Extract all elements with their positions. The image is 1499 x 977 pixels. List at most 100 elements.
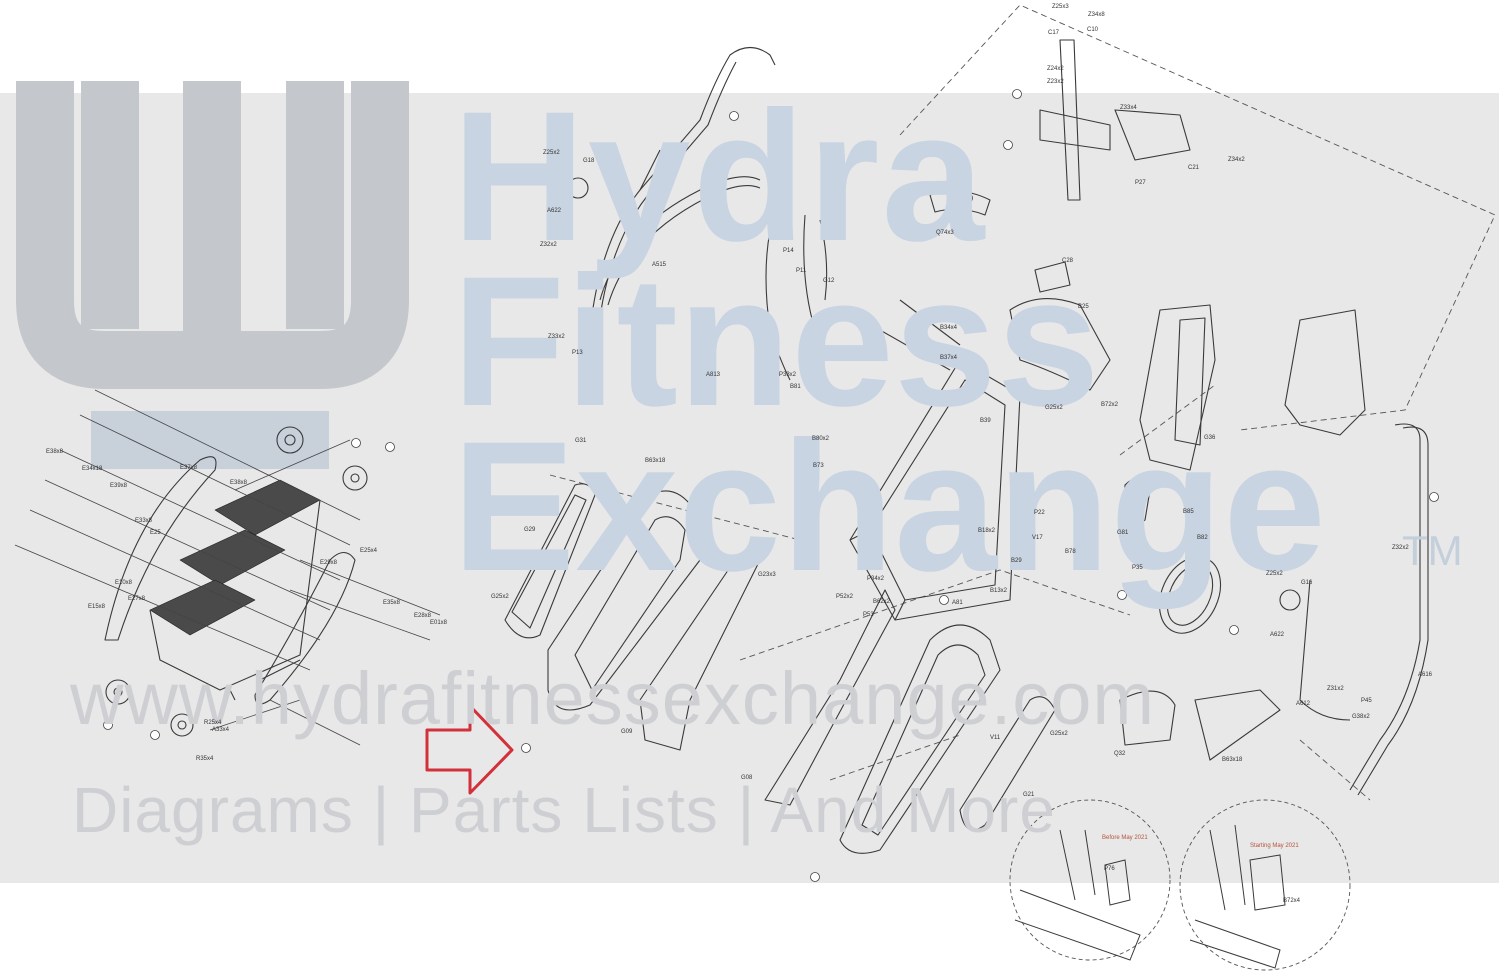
dashed-frames xyxy=(549,4,1496,801)
part-number-label: Z33x2 xyxy=(548,334,565,340)
part-number-label: Z32x2 xyxy=(1392,545,1409,551)
part-number-label: P52x2 xyxy=(836,594,854,600)
part-number-label: C17 xyxy=(1048,30,1060,36)
part-number-label: B29 xyxy=(1011,558,1022,564)
detail-circles xyxy=(1009,799,1351,971)
part-number-label: P14 xyxy=(783,248,794,254)
part-number-label: E33x8 xyxy=(135,518,153,524)
part-number-label: Z32x2 xyxy=(540,242,557,248)
part-number-label: C28 xyxy=(1062,258,1074,264)
part-number-label: Z34x2 xyxy=(1228,157,1245,163)
part-number-label: B72x2 xyxy=(1101,402,1119,408)
part-number-label: E39x8 xyxy=(110,483,128,489)
part-number-label: Q32 xyxy=(1114,751,1126,757)
part-number-label: A33x4 xyxy=(212,727,230,733)
part-number-label: G31 xyxy=(575,438,587,444)
part-number-label: B34x4 xyxy=(940,325,958,331)
part-number-label: E34x18 xyxy=(82,466,103,472)
part-number-label: B63x18 xyxy=(645,458,666,464)
part-number-label: G16 xyxy=(1301,580,1313,586)
machine-linework xyxy=(104,39,1429,854)
part-number-label: Z34x8 xyxy=(1088,12,1105,18)
part-number-label: G21 xyxy=(1023,792,1035,798)
part-number-label: G29 xyxy=(524,527,536,533)
part-number-label: A81 xyxy=(952,600,963,606)
part-number-label: B25 xyxy=(1078,304,1089,310)
part-number-label: Z25x3 xyxy=(1052,4,1069,10)
part-number-label: E29x8 xyxy=(320,560,338,566)
part-number-label: E25x4 xyxy=(360,548,378,554)
part-number-label: P33x2 xyxy=(779,372,797,378)
part-number-label: B37x4 xyxy=(940,355,958,361)
part-number-label: E10x8 xyxy=(115,580,133,586)
part-number-label: E37x8 xyxy=(180,465,198,471)
callout-markers xyxy=(103,89,1439,882)
part-number-label: G08 xyxy=(741,775,753,781)
part-number-label: R25x4 xyxy=(204,720,222,726)
part-number-label: B18x2 xyxy=(978,528,996,534)
red-arrow-icon xyxy=(425,704,514,795)
part-number-label: E38x8 xyxy=(230,480,248,486)
part-number-label: G25x2 xyxy=(1050,731,1068,737)
part-number-label: E28x8 xyxy=(414,613,432,619)
part-number-label: E27x8 xyxy=(128,596,146,602)
part-number-label: B39 xyxy=(980,418,991,424)
part-number-label: B13x2 xyxy=(990,588,1008,594)
part-number-label: B82 xyxy=(1197,535,1208,541)
part-number-label: G36 xyxy=(1204,435,1216,441)
part-number-label: B78 xyxy=(1065,549,1076,555)
part-number-label: G23x3 xyxy=(758,572,776,578)
stair-steps xyxy=(149,479,321,636)
part-number-label: Q74x3 xyxy=(936,230,954,236)
part-number-label: P45 xyxy=(1361,698,1372,704)
part-number-label: P53 xyxy=(863,612,874,618)
part-number-label: P35 xyxy=(1132,565,1143,571)
part-number-label: A622 xyxy=(1270,632,1285,638)
part-number-label: P13 xyxy=(572,350,583,356)
part-number-label: G12 xyxy=(823,278,835,284)
part-number-label: E25 xyxy=(150,530,161,536)
part-number-label: E38x8 xyxy=(46,449,64,455)
part-number-label: G25x2 xyxy=(491,594,509,600)
part-number-label: B80x2 xyxy=(812,436,830,442)
part-number-label: P76 xyxy=(1104,866,1115,872)
part-number-label: P11 xyxy=(796,268,807,274)
part-number-label: B63x18 xyxy=(1222,757,1243,763)
part-number-label: G18 xyxy=(583,158,595,164)
part-number-label: C10 xyxy=(1087,27,1099,33)
part-number-label: B72x4 xyxy=(1283,898,1301,904)
watermark-logo xyxy=(16,81,409,469)
part-number-label: Z31x2 xyxy=(1327,686,1344,692)
part-number-label: A612 xyxy=(1296,701,1311,707)
part-number-label: A813 xyxy=(706,372,721,378)
part-number-label: E35x8 xyxy=(383,600,401,606)
part-number-label: A616 xyxy=(1418,672,1433,678)
part-number-label: V17 xyxy=(1032,535,1043,541)
part-number-label: B62x2 xyxy=(873,599,891,605)
part-number-label: B81 xyxy=(790,384,801,390)
part-number-label: P22 xyxy=(1034,510,1045,516)
part-number-label: Z33x4 xyxy=(1120,105,1137,111)
part-number-label: G09 xyxy=(621,729,633,735)
detail-note-after: Starting May 2021 xyxy=(1250,843,1299,849)
part-number-label: G25x2 xyxy=(1045,405,1063,411)
part-number-label: C21 xyxy=(1188,165,1200,171)
detail-note-before: Before May 2021 xyxy=(1102,835,1148,841)
part-number-label: B85 xyxy=(1183,509,1194,515)
part-number-label: P27 xyxy=(1135,180,1146,186)
part-number-label: E15x8 xyxy=(88,604,106,610)
part-number-label: Z25x2 xyxy=(1266,571,1283,577)
part-number-label: A622 xyxy=(547,208,562,214)
part-number-label: A515 xyxy=(652,262,667,268)
part-number-label: Z24x2 xyxy=(1047,66,1064,72)
part-number-label: B73 xyxy=(813,463,824,469)
watermark-band xyxy=(0,93,1499,883)
stair-shaft-lines xyxy=(14,389,441,746)
part-number-label: Z23x2 xyxy=(1047,79,1064,85)
detail-linework xyxy=(1014,824,1286,969)
part-number-label: G81 xyxy=(1117,530,1129,536)
part-number-label: Z25x2 xyxy=(543,150,560,156)
part-number-label: E01x8 xyxy=(430,620,448,626)
